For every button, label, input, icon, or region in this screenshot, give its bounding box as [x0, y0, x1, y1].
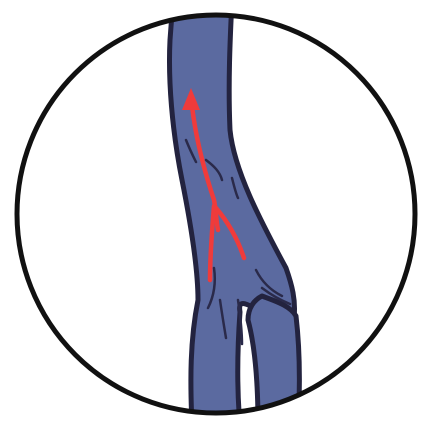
vein-diagram: [0, 0, 431, 425]
